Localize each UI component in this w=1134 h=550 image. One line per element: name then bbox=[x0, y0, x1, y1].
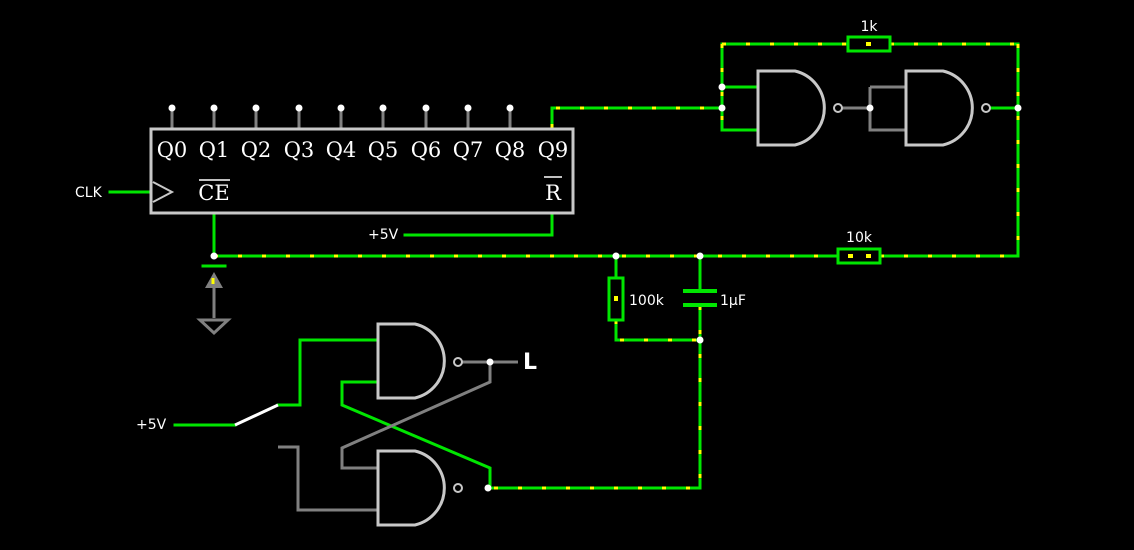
pin-q6: Q6 bbox=[411, 138, 442, 162]
pin-reset: R bbox=[545, 181, 562, 205]
nand-gate-latch-top[interactable] bbox=[376, 322, 463, 400]
output-l-label: L bbox=[523, 350, 537, 375]
resistor-10k-label: 10k bbox=[846, 230, 873, 246]
pin-q0: Q0 bbox=[157, 138, 188, 162]
capacitor-1uf[interactable]: 1µF bbox=[683, 289, 746, 309]
nand-gate-latch-bottom[interactable] bbox=[376, 449, 463, 527]
pin-q1: Q1 bbox=[199, 138, 230, 162]
junction-dots bbox=[168, 83, 1022, 492]
capacitor-label: 1µF bbox=[720, 293, 746, 309]
nand-bubble bbox=[453, 483, 463, 493]
resistor-1k-label: 1k bbox=[860, 19, 878, 35]
inactive-wires bbox=[170, 85, 906, 512]
vcc-reset-label: +5V bbox=[368, 227, 399, 243]
switch[interactable] bbox=[234, 403, 279, 427]
pin-ce: CE bbox=[198, 181, 229, 205]
nand-bubble bbox=[833, 103, 843, 113]
pin-q4: Q4 bbox=[326, 138, 357, 162]
resistor-1k[interactable]: 1k bbox=[846, 19, 892, 53]
pin-q3: Q3 bbox=[284, 138, 315, 162]
counter-output-labels: Q0 Q1 Q2 Q3 Q4 Q5 Q6 Q7 Q8 Q9 bbox=[157, 138, 569, 162]
resistor-10k[interactable]: 10k bbox=[836, 230, 882, 265]
nand-gate-osc-2[interactable] bbox=[904, 69, 991, 147]
nand-bubble bbox=[453, 357, 463, 367]
pin-q9: Q9 bbox=[538, 138, 569, 162]
clk-label: CLK bbox=[75, 185, 103, 201]
clock-input-triangle bbox=[152, 181, 175, 203]
resistor-100k[interactable]: 100k bbox=[607, 276, 665, 322]
nand-bubble bbox=[981, 103, 991, 113]
nand-gate-osc-1[interactable] bbox=[756, 69, 843, 147]
current-dots bbox=[214, 42, 1020, 490]
vcc-switch-label: +5V bbox=[136, 417, 167, 433]
resistor-100k-label: 100k bbox=[629, 293, 665, 309]
pin-q8: Q8 bbox=[495, 138, 526, 162]
pin-q5: Q5 bbox=[368, 138, 399, 162]
pin-q2: Q2 bbox=[241, 138, 272, 162]
pin-q7: Q7 bbox=[453, 138, 484, 162]
ground-symbol bbox=[196, 272, 232, 336]
decade-counter-chip[interactable]: Q0 Q1 Q2 Q3 Q4 Q5 Q6 Q7 Q8 Q9 CE R bbox=[149, 127, 575, 215]
